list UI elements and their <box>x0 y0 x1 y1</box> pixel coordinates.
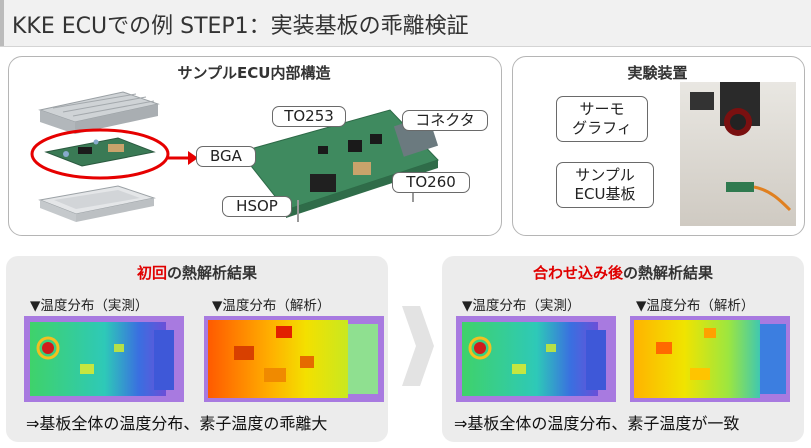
title-accent <box>0 0 4 46</box>
housing-image <box>38 185 156 222</box>
setup-photo <box>680 82 796 226</box>
initial-analysis-thermal-map <box>204 316 384 402</box>
camera-icon <box>690 82 760 136</box>
initial-conclusion: ⇒基板全体の温度分布、素子温度の乖離大 <box>26 414 328 433</box>
sample-ecu-callout: サンプル ECU基板 <box>556 162 654 208</box>
adjusted-measured-thermal-map <box>456 316 616 402</box>
title-bar <box>0 0 811 47</box>
highlight-ring <box>30 128 170 180</box>
adjusted-analysis-label: ▼温度分布（解析） <box>636 298 755 314</box>
chevron-right-icon <box>402 306 434 386</box>
setup-title: 実験装置 <box>627 64 688 82</box>
arrow-icon <box>168 151 198 165</box>
adjusted-result-title: 合わせ込み後の熱解析結果 <box>442 262 804 283</box>
initial-measured-thermal-map <box>24 316 184 402</box>
initial-analysis-label: ▼温度分布（解析） <box>212 298 331 314</box>
thermography-callout: サーモ グラフィ <box>556 96 648 142</box>
adjusted-title-highlight: 合わせ込み後 <box>532 264 623 282</box>
initial-result-title: 初回の熱解析結果 <box>6 262 388 283</box>
callout-hsop: HSOP <box>222 196 292 217</box>
adjusted-analysis-thermal-map <box>630 316 790 402</box>
callout-to260: TO260 <box>392 172 470 193</box>
slide-title: KKE ECUでの例 STEP1：実装基板の乖離検証 <box>12 14 469 39</box>
heatsink-image <box>38 91 160 134</box>
adjusted-title-rest: の熱解析結果 <box>623 264 714 282</box>
callout-to253: TO253 <box>272 106 346 127</box>
callout-connector: コネクタ <box>402 110 488 131</box>
pcb-small-image <box>44 137 156 167</box>
callout-bga: BGA <box>196 146 256 167</box>
adjusted-conclusion: ⇒基板全体の温度分布、素子温度が一致 <box>454 414 740 433</box>
ecu-exploded-illustration <box>30 91 439 222</box>
initial-measured-label: ▼温度分布（実測） <box>30 298 149 314</box>
initial-title-rest: の熱解析結果 <box>167 264 258 282</box>
adjusted-measured-label: ▼温度分布（実測） <box>462 298 581 314</box>
ecu-structure-title: サンプルECU内部構造 <box>177 64 331 82</box>
initial-title-highlight: 初回 <box>136 264 167 282</box>
